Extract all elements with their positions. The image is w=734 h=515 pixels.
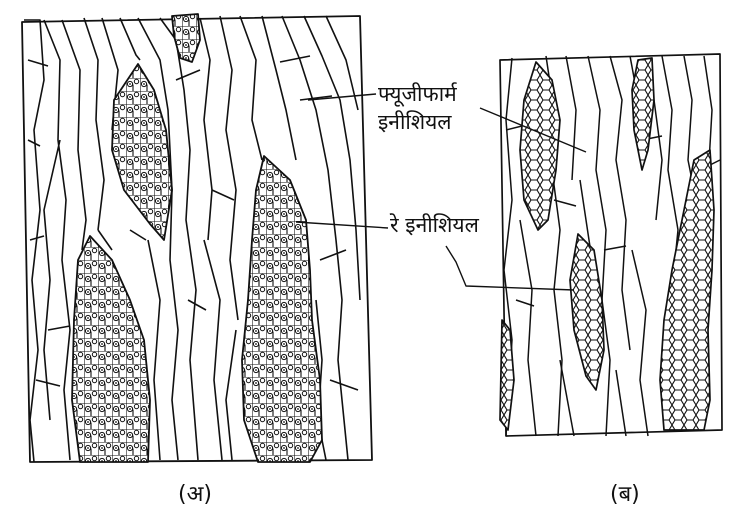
panel-b-caption: (ब) — [610, 478, 640, 508]
fusiform-initial-label: फ्यूजीफार्म इनीशियल — [378, 80, 457, 136]
ray-initial-a4 — [242, 156, 322, 462]
leader-ray-a — [296, 222, 388, 228]
ray-initial-a1 — [172, 14, 200, 62]
panel-a-caption: (अ) — [178, 478, 212, 508]
ray-initial-a3 — [72, 236, 150, 462]
ray-initial-b3 — [570, 234, 604, 390]
ray-initial-label: रे इनीशियल — [390, 212, 479, 238]
fusiform-label-line1: फ्यूजीफार्म — [378, 80, 457, 108]
ray-initial-b4 — [660, 150, 714, 430]
ray-initials-a — [72, 14, 322, 462]
panel-a — [22, 14, 388, 462]
ray-initial-b2 — [632, 58, 654, 170]
ray-initials-b — [500, 58, 714, 430]
fusiform-label-line2: इनीशियल — [378, 108, 457, 136]
ray-initial-b1 — [520, 62, 560, 230]
panel-b — [446, 54, 722, 436]
ray-initial-a2 — [112, 64, 172, 240]
